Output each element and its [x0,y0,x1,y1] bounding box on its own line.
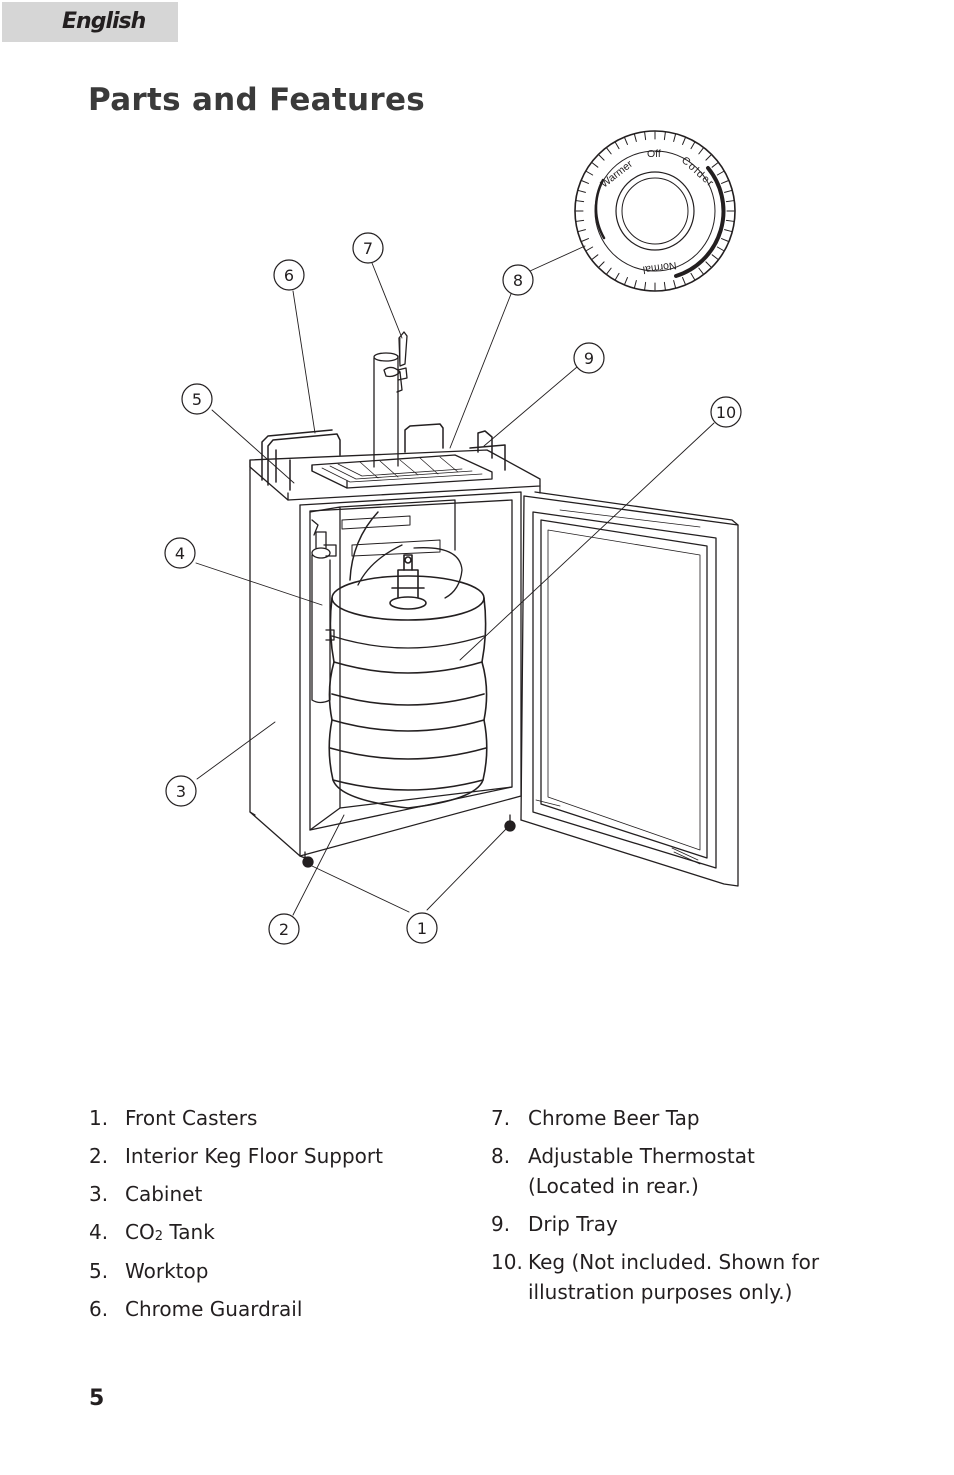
dial-tick [586,246,594,251]
dial-tick [624,137,628,145]
callout-8: 8 [513,271,523,290]
thermostat-dial [574,130,736,292]
dial-label-normal: Normal [642,259,677,276]
dial-tick [578,190,586,193]
dial-tick [663,132,666,141]
dial-tick [716,171,724,176]
page-title: Parts and Features [88,82,426,118]
dial-tick [721,238,729,242]
dial-tick [615,142,620,150]
dial-tick [644,132,647,141]
callout-2: 2 [279,920,289,939]
list-item: 5.Worktop [89,1259,209,1283]
door [520,491,739,887]
kegerator-illustration: 1 2 3 4 5 6 7 8 9 10 Warmer Off Colder N… [164,130,742,945]
list-item: 8.Adjustable Thermostat(Located in rear.… [491,1144,755,1198]
dial-tick [724,190,732,193]
list-item: 2.Interior Keg Floor Support [89,1144,383,1168]
dial-label-warmer: Warmer [598,158,635,191]
dial-tick [634,134,637,142]
callout-3: 3 [176,782,186,801]
dial-tick [690,272,695,280]
drip-tray [311,454,493,489]
dial-tick [576,200,585,203]
dial-tick [591,254,599,260]
dial-tick [598,154,605,161]
parts-list-right: 7.Chrome Beer Tap 8.Adjustable Thermosta… [491,1103,891,1313]
dial-tick [673,280,676,288]
callout-5: 5 [192,390,202,409]
dial-tick [663,281,666,290]
dial-tick [690,142,695,150]
dial-tick [576,219,585,222]
list-item: 9.Drip Tray [491,1212,618,1236]
language-tab: English [2,2,178,42]
dial-tick [705,154,712,161]
co2-tank [311,519,337,704]
dial-tick [711,162,719,168]
dial-tick [578,229,586,232]
parts-list-left: 1.Front Casters 2.Interior Keg Floor Sup… [89,1103,469,1333]
callout-1: 1 [417,919,427,938]
callout-9: 9 [584,349,594,368]
beer-tap [373,331,408,468]
dial-tick [721,180,729,184]
dial-tick [716,246,724,251]
dial-tick [682,277,686,285]
dial-tick [698,267,704,275]
dial-tick [581,238,589,242]
dial-tick [591,162,599,168]
dial-tick [606,147,612,155]
cabinet [249,449,541,868]
dial-tick [586,171,594,176]
dial-tick [615,272,620,280]
language-label: English [62,9,146,34]
dial-tick [724,229,732,232]
dial-tick [682,137,686,145]
dial-tick [673,134,676,142]
dial-tick [606,267,612,275]
list-item: 3.Cabinet [89,1182,203,1206]
callout-7: 7 [363,239,373,258]
dial-tick [711,254,719,260]
dial-tick [624,277,628,285]
callout-10: 10 [716,403,736,422]
dial-label-off: Off [647,148,661,160]
callout-4: 4 [175,544,185,563]
list-item: 6.Chrome Guardrail [89,1297,303,1321]
guardrail [261,423,506,491]
dial-tick [598,261,605,268]
dial-tick [725,219,734,222]
dial-tick [725,200,734,203]
dial-tick [698,147,704,155]
callout-circles [164,232,742,945]
list-item: 4.CO2 Tank [89,1220,215,1244]
callout-6: 6 [284,266,294,285]
list-item: 7.Chrome Beer Tap [491,1106,700,1130]
page-number: 5 [89,1386,105,1411]
dial-tick [634,280,637,288]
leader-lines [195,245,715,916]
dial-tick [705,261,712,268]
keg [328,554,488,809]
dial-tick [581,180,589,184]
list-item: 1.Front Casters [89,1106,258,1130]
dial-tick [644,281,647,290]
